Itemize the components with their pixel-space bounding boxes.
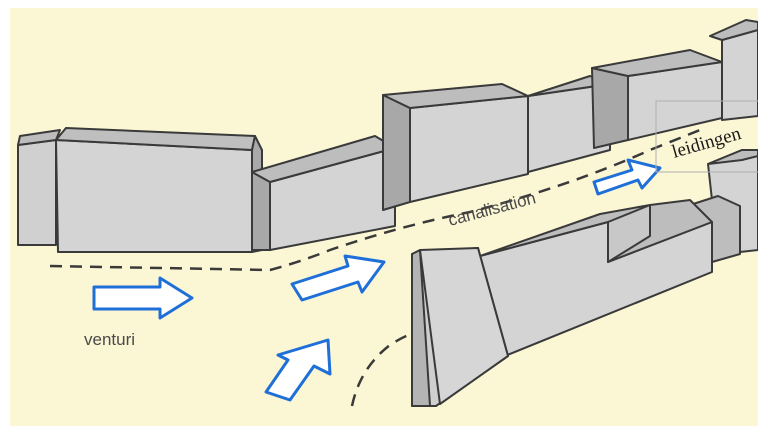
wind-arrow-right [592,158,662,196]
wind-arrow-venturi [92,276,194,320]
building-left-large [55,127,263,253]
building-far-right-back [709,19,758,121]
wind-arrow-lower [264,338,332,402]
leidingen-annotation-box [655,100,758,173]
label-venturi: venturi [84,330,135,349]
building-back-right [591,49,723,149]
dashed-street-line-curve [350,332,413,407]
building-front-right-long [479,199,713,359]
building-front-wedge [411,247,509,407]
building-tall-center [382,83,529,211]
building-back-middle [527,75,611,173]
dashed-street-line-left [49,128,701,272]
building-center-left [251,135,396,251]
building-far-left [17,129,61,246]
wind-arrow-middle [290,254,386,302]
